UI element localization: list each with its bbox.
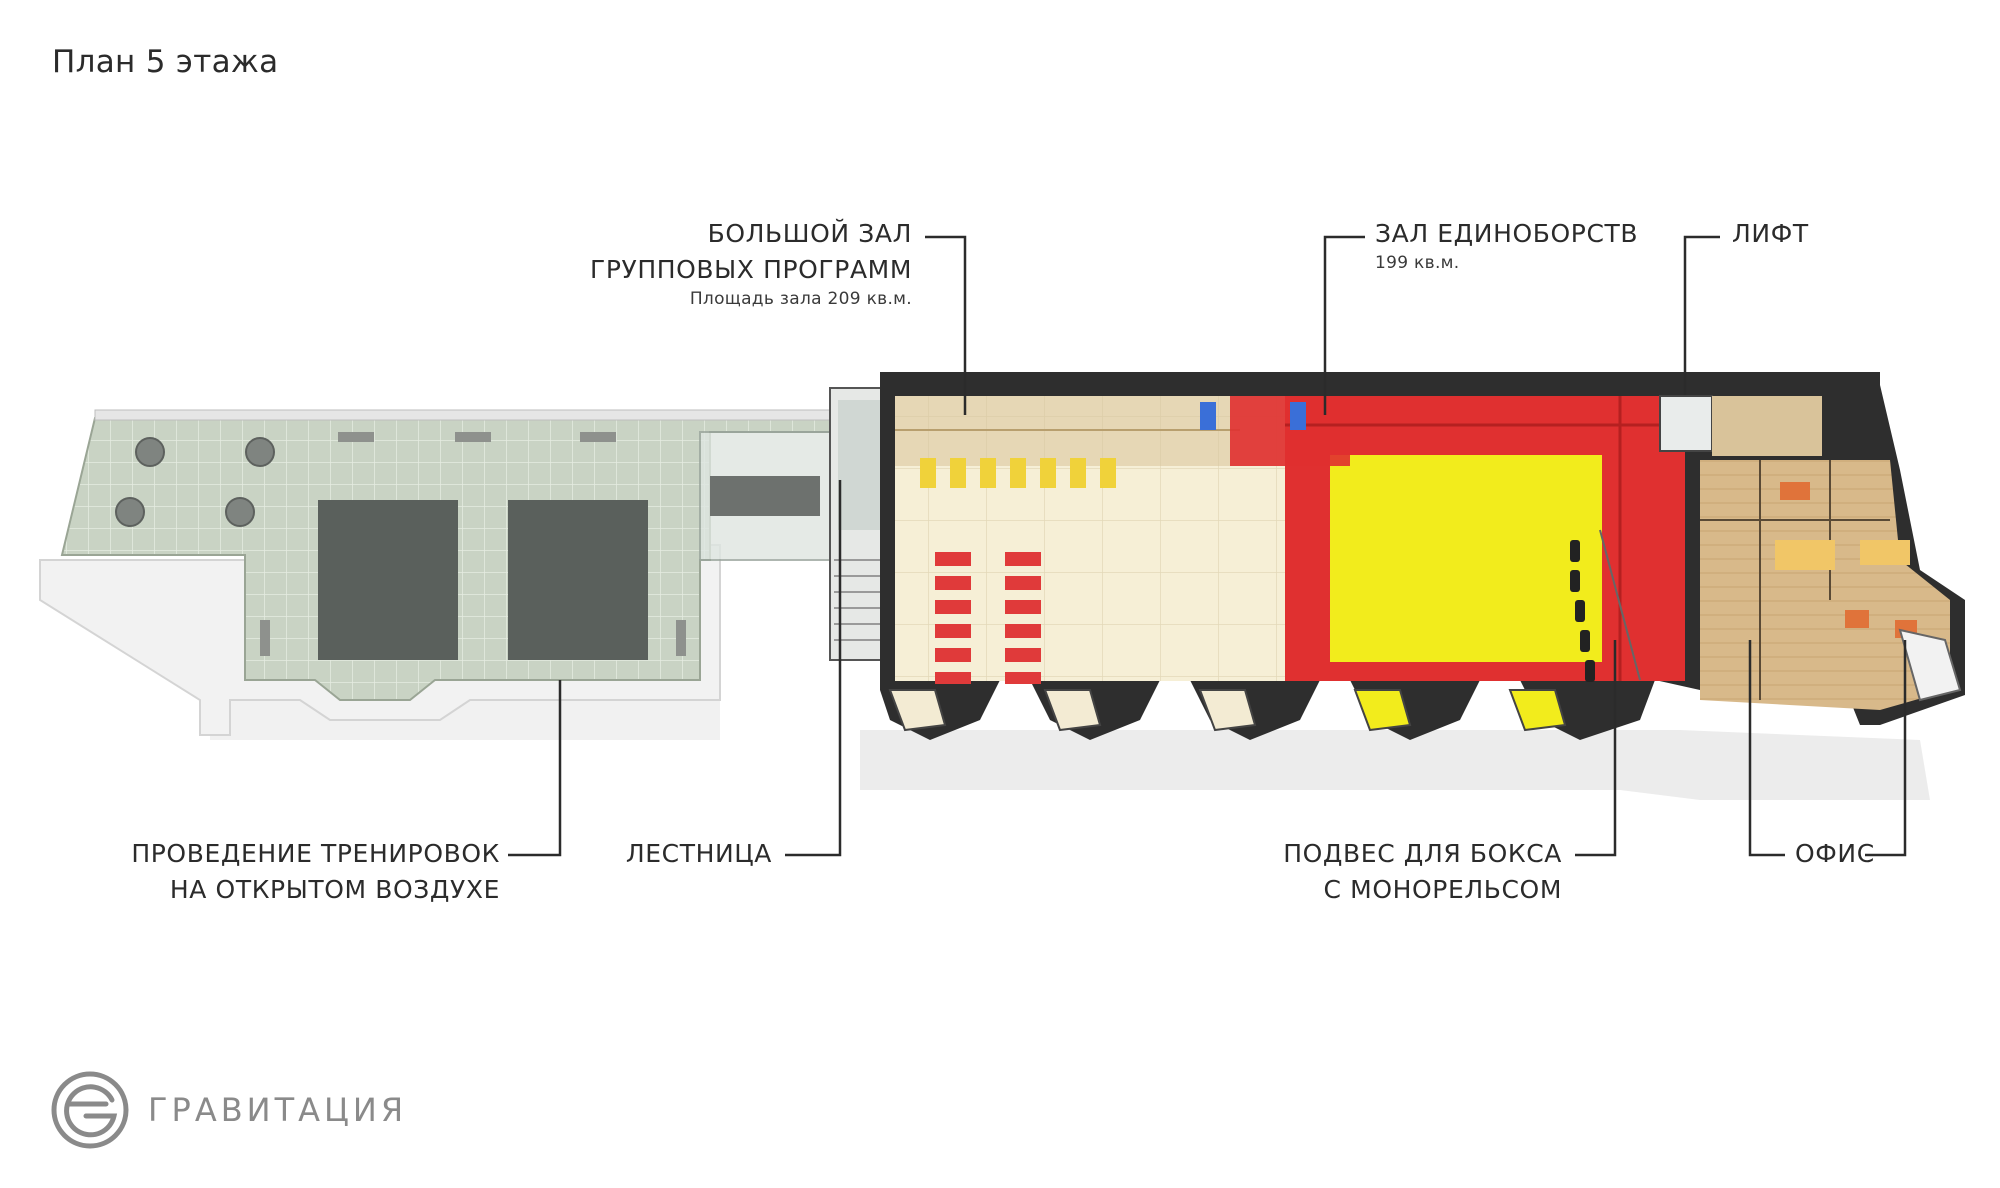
callout-staircase: ЛЕСТНИЦА [626, 836, 772, 872]
callout-group-hall: БОЛЬШОЙ ЗАЛ ГРУППОВЫХ ПРОГРАММ Площадь з… [590, 216, 912, 310]
leader-boxing [1575, 640, 1617, 857]
elevator-line1: ЛИФТ [1732, 219, 1809, 248]
group-hall-line1: БОЛЬШОЙ ЗАЛ [707, 219, 912, 248]
boxing-line1: ПОДВЕС ДЛЯ БОКСА [1283, 839, 1562, 868]
leader-lines [508, 235, 1907, 857]
leader-group-hall [925, 235, 967, 415]
main-building [880, 372, 1965, 740]
callout-martial-arts-hall: ЗАЛ ЕДИНОБОРСТВ 199 кв.м. [1375, 216, 1638, 274]
outdoor-terrace [39, 409, 831, 736]
boxing-line2: С МОНОРЕЛЬСОМ [1323, 875, 1562, 904]
martial-arts-line1: ЗАЛ ЕДИНОБОРСТВ [1375, 219, 1639, 248]
page-title: План 5 этажа [52, 44, 279, 80]
martial-arts-area: 199 кв.м. [1375, 253, 1460, 273]
office-area [1700, 460, 1950, 710]
leader-staircase [785, 480, 842, 857]
group-hall-area: Площадь зала 209 кв.м. [689, 289, 912, 309]
outdoor-mat-right [508, 500, 648, 660]
gravitation-logo-icon [51, 1071, 129, 1149]
leader-office-left [1748, 640, 1785, 857]
leader-outdoor [508, 680, 562, 857]
outdoor-line2: НА ОТКРЫТОМ ВОЗДУХЕ [169, 875, 500, 904]
boxing-bags [1570, 540, 1595, 682]
callout-outdoor-training: ПРОВЕДЕНИЕ ТРЕНИРОВОК НА ОТКРЫТОМ ВОЗДУХ… [131, 836, 500, 908]
callout-office: ОФИС [1795, 836, 1875, 872]
callout-elevator: ЛИФТ [1732, 216, 1809, 252]
leader-office-right [1865, 640, 1907, 857]
staircase-line1: ЛЕСТНИЦА [625, 839, 772, 868]
outdoor-line1: ПРОВЕДЕНИЕ ТРЕНИРОВОК [131, 839, 500, 868]
staircase [829, 387, 891, 661]
outdoor-mat-left [318, 500, 458, 660]
brand-logo: ГРАВИТАЦИЯ [50, 1070, 407, 1150]
martial-arts-yellow-mat [1330, 455, 1602, 662]
leader-martial-arts [1323, 235, 1365, 415]
elevator-shaft [1659, 395, 1713, 452]
group-hall-line2: ГРУППОВЫХ ПРОГРАММ [589, 255, 912, 284]
callout-boxing-rig: ПОДВЕС ДЛЯ БОКСА С МОНОРЕЛЬСОМ [1283, 836, 1562, 908]
leader-elevator [1683, 235, 1720, 395]
brand-name: ГРАВИТАЦИЯ [148, 1091, 408, 1129]
office-line1: ОФИС [1795, 839, 1875, 868]
